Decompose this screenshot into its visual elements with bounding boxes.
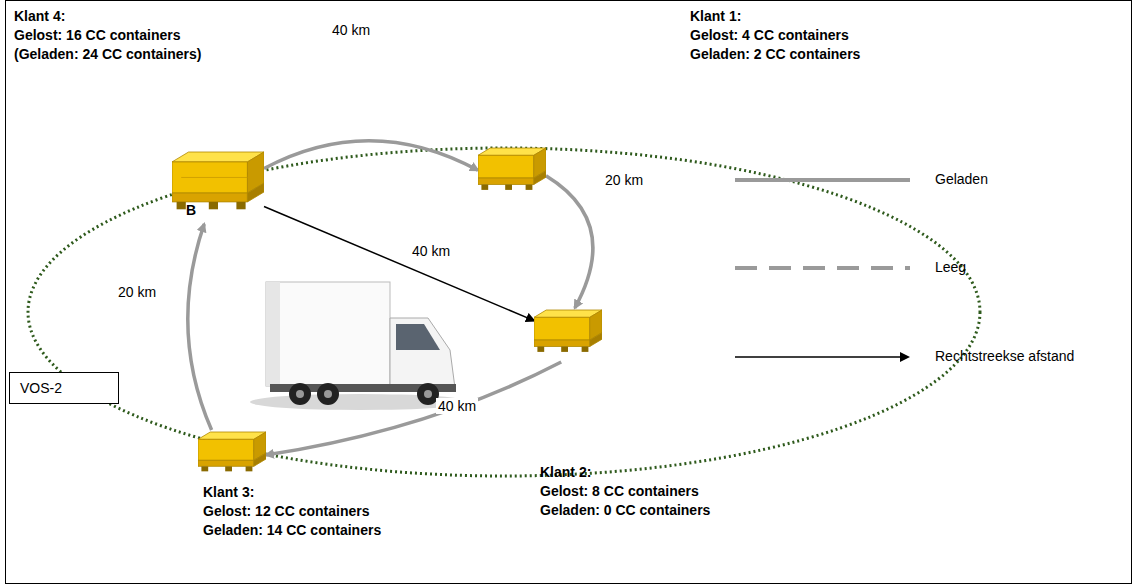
loaded-route [266,362,561,455]
distance-label: 40 km [436,398,478,414]
loaded-route [188,224,212,430]
customer-detail: Gelost: 16 CC containers [14,27,181,44]
customer-heading: Klant 4: [14,8,65,25]
distance-label: 20 km [116,284,158,300]
distance-label: 40 km [330,22,372,38]
box-label: VOS-2 [20,380,108,396]
distance-label: 20 km [603,172,645,188]
customer-node: Klant 4:Gelost: 16 CC containers(Geladen… [172,150,264,224]
region-ellipse [28,148,980,476]
customer-node: Klant 1:Gelost: 4 CC containersGeladen: … [478,146,546,200]
loaded-route [264,141,478,171]
legend-text: Leeg [935,259,966,275]
customer-detail: Gelost: 4 CC containers [690,27,849,44]
truck-illustration [250,282,470,410]
customer-heading: Klant 1: [690,8,741,25]
container-icon [478,146,546,200]
legend-samples [735,180,910,362]
customer-detail: Geladen: 0 CC containers [540,502,710,519]
customer-detail: Gelost: 12 CC containers [203,503,370,520]
container-icon [534,308,602,362]
customer-detail: Geladen: 2 CC containers [690,46,860,63]
legend-text: Geladen [935,171,988,187]
customer-detail: Gelost: 8 CC containers [540,483,699,500]
direct-distance [264,206,534,320]
customer-detail: (Geladen: 24 CC containers) [14,46,202,63]
point-label: B [186,202,196,219]
container-icon [172,150,264,224]
frame [6,1,1132,584]
customer-node: Klant 2:Gelost: 8 CC containersGeladen: … [534,308,602,362]
customer-heading: Klant 3: [203,484,254,501]
distance-label: 40 km [410,243,452,259]
customer-detail: Geladen: 14 CC containers [203,522,381,539]
loaded-route [546,176,593,308]
container-icon [198,430,266,480]
title-box: VOS-2 [9,372,119,404]
customer-heading: Klant 2: [540,464,591,481]
customer-node: Klant 3:Gelost: 12 CC containersGeladen:… [198,430,266,480]
legend-text: Rechtstreekse afstand [935,348,1074,364]
